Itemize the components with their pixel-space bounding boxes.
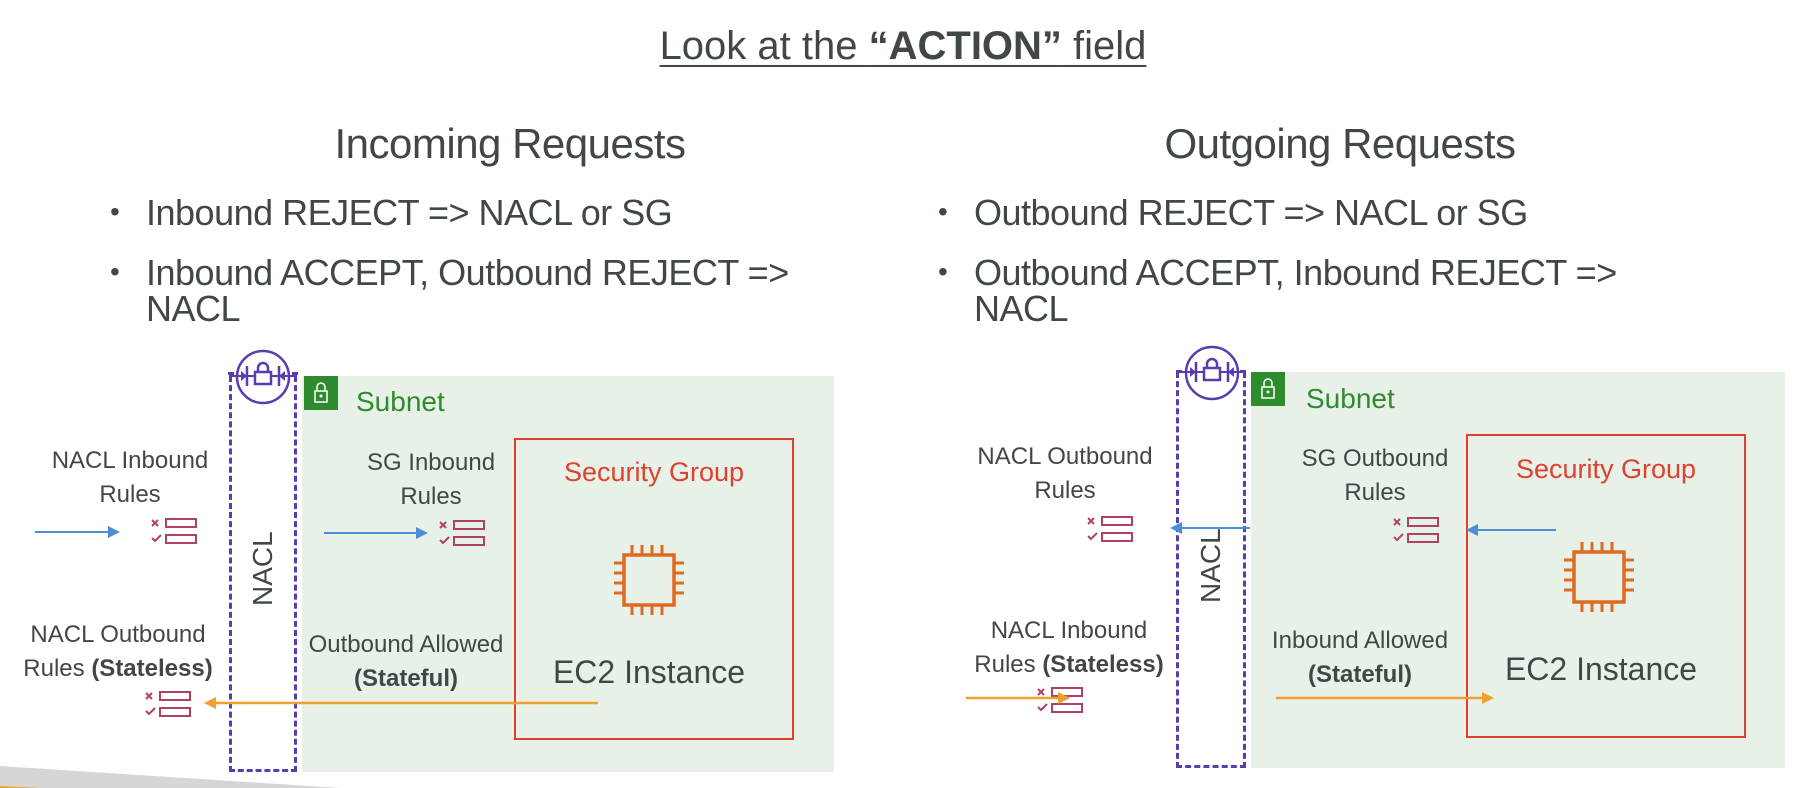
inbound-allowed-label: Inbound Allowed(Stateful) (1271, 627, 1449, 688)
incoming-heading: Incoming Requests (334, 120, 686, 167)
subnet-area (1251, 372, 1785, 768)
response-arrow (1276, 692, 1494, 704)
security-group-box (1466, 434, 1746, 738)
security-group-label: Security Group (563, 457, 745, 487)
nacl-boundary (229, 376, 297, 772)
rules-icon (1392, 516, 1444, 553)
security-group-box (514, 438, 794, 740)
nacl-icon (229, 348, 297, 413)
request-arrow (324, 527, 428, 539)
ec2-chip-icon (612, 543, 686, 622)
bullet-item: •Inbound ACCEPT, Outbound REJECT => NACL (110, 252, 789, 329)
request-arrow (1170, 522, 1250, 534)
subnet-lock-icon (1251, 372, 1285, 406)
slide-title: Look at the “ACTION” field (0, 24, 1806, 69)
ec2-chip-icon (1562, 540, 1636, 619)
rules-icon (438, 519, 490, 556)
ec2-instance-label: EC2 Instance (552, 654, 746, 690)
outgoing-bullets: •Outbound REJECT => NACL or SG •Outbound… (938, 195, 1658, 351)
request-arrow (1466, 524, 1556, 536)
rules-icon (1086, 515, 1138, 552)
ec2-instance-label: EC2 Instance (1504, 651, 1698, 687)
request-arrow (35, 526, 120, 538)
incoming-bullets: •Inbound REJECT => NACL or SG •Inbound A… (110, 195, 830, 351)
response-arrow (204, 697, 598, 709)
bullet-item: •Outbound ACCEPT, Inbound REJECT => NACL (938, 252, 1617, 329)
decorative-swoosh (0, 766, 340, 788)
nacl-boundary (1176, 372, 1246, 768)
subnet-area (302, 376, 834, 772)
nacl-icon (1178, 344, 1246, 409)
title-text: Look at the “ACTION” field (659, 24, 1147, 68)
bullet-item: •Outbound REJECT => NACL or SG (938, 192, 1528, 233)
bullet-item: •Inbound REJECT => NACL or SG (110, 192, 673, 233)
rules-icon (144, 690, 196, 727)
outbound-allowed-label: Outbound Allowed(Stateful) (308, 631, 504, 692)
subnet-label: Subnet (356, 386, 445, 417)
response-arrow (966, 692, 1070, 704)
security-group-label: Security Group (1515, 454, 1697, 484)
rules-icon (150, 517, 202, 554)
subnet-label: Subnet (1306, 383, 1395, 414)
rules-icon (1036, 686, 1088, 723)
outgoing-heading: Outgoing Requests (1164, 120, 1516, 167)
nacl-inbound-rules-label: NACL Inbound Rules (51, 447, 209, 508)
subnet-lock-icon (304, 376, 338, 410)
